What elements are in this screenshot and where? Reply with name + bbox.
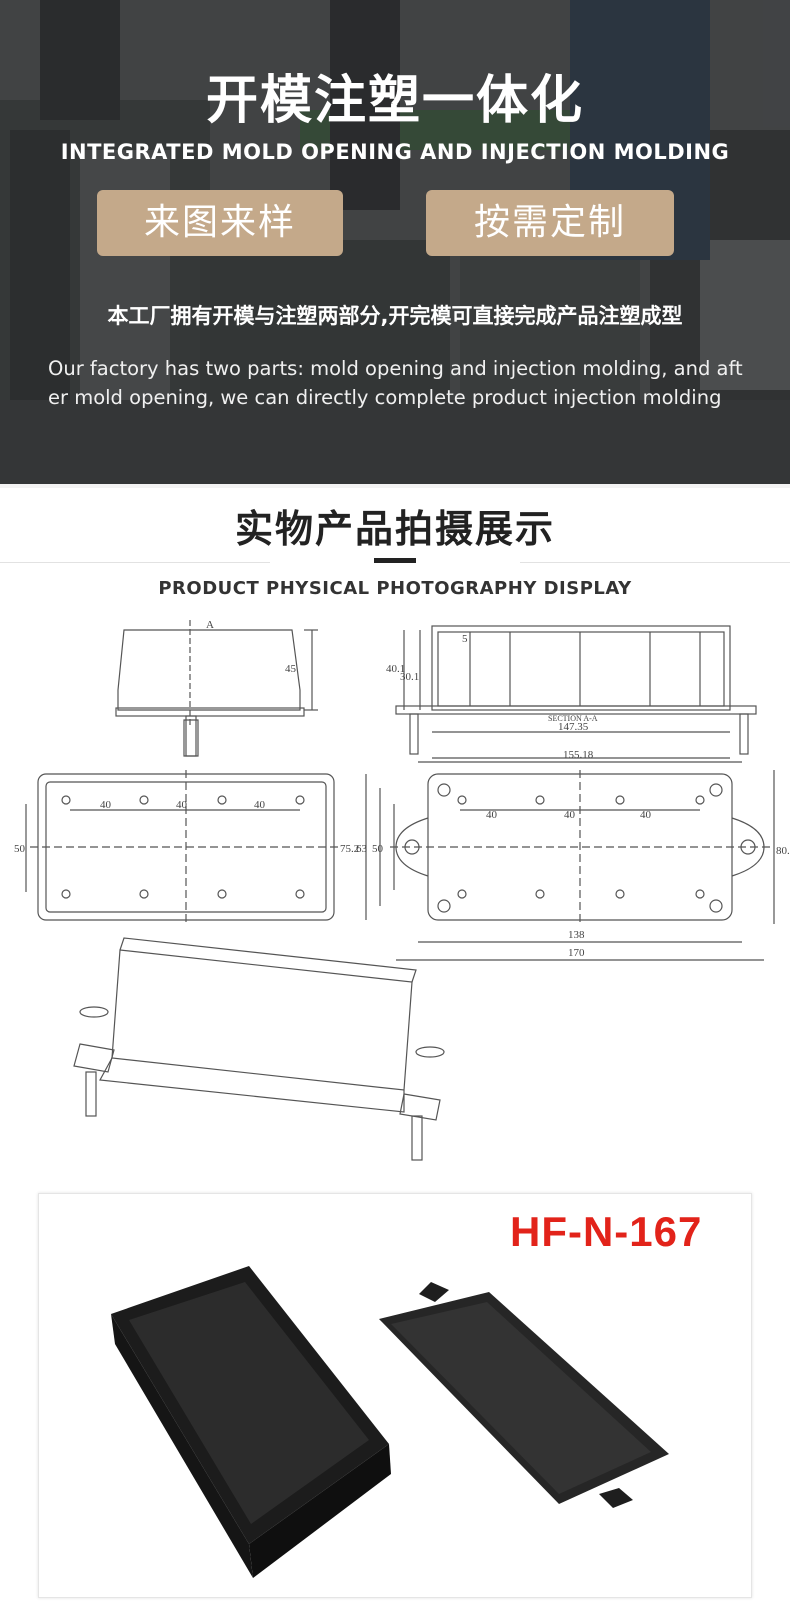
section-title-cn: 实物产品拍摄展示 [234, 507, 555, 551]
dim-pitch-right-2: 40 [564, 809, 576, 821]
dim-63: 63 [356, 843, 368, 855]
pill-made-to-order: 按需定制 [426, 190, 674, 256]
dim-pitch-left-2: 40 [176, 799, 188, 811]
dim-50-left: 50 [14, 843, 26, 855]
hero-description-en: Our factory has two parts: mold opening … [48, 354, 748, 412]
product-photo-frame [38, 1193, 752, 1598]
dim-marker-a: A [206, 620, 214, 631]
hero-description-en-line1: Our factory has two parts: mold opening … [48, 357, 743, 380]
section-rule-left [0, 562, 270, 563]
product-model-number: HF-N-167 [510, 1208, 703, 1255]
hero-divider [0, 484, 790, 488]
dim-50-right: 50 [372, 843, 384, 855]
plan-view-right [365, 761, 775, 961]
dim-section-label: SECTION A-A [548, 714, 598, 723]
dim-pitch-left-1: 40 [100, 799, 112, 811]
pill-custom-by-drawing: 来图来样 [97, 190, 343, 256]
section-accent-bar [374, 558, 416, 563]
dim-pitch-left-3: 40 [254, 799, 266, 811]
plan-view-left [25, 770, 340, 925]
section-title-en: PRODUCT PHYSICAL PHOTOGRAPHY DISPLAY [158, 578, 632, 599]
dim-80-18: 80.18 [776, 845, 790, 857]
isometric-view-drawing [73, 937, 445, 1161]
dim-pitch-right-3: 40 [640, 809, 652, 821]
dim-75-2: 75.2 [340, 843, 359, 855]
hero-description-cn: 本工厂拥有开模与注塑两部分,开完模可直接完成产品注塑成型 [107, 304, 683, 328]
section-view-drawing [395, 625, 757, 759]
dim-30-1: 30.1 [400, 671, 419, 683]
section-rule-right [520, 562, 790, 563]
hero-title-en: INTEGRATED MOLD OPENING AND INJECTION MO… [60, 140, 730, 164]
mounting-holes [61, 783, 723, 913]
dim-147-35: 147.35 [558, 721, 589, 733]
hero-title-cn: 开模注塑一体化 [205, 71, 584, 131]
product-photo [111, 1266, 669, 1578]
dim-side-height: 45 [285, 663, 297, 675]
side-view-drawing [115, 620, 318, 757]
hero-description-en-line2: er mold opening, we can directly complet… [48, 386, 722, 409]
dim-170: 170 [568, 947, 585, 959]
hero-banner: 开模注塑一体化 INTEGRATED MOLD OPENING AND INJE… [0, 0, 790, 484]
dim-40-1: 40.1 [386, 663, 405, 675]
dim-5: 5 [462, 633, 468, 645]
dim-138: 138 [568, 929, 585, 941]
dim-pitch-right-1: 40 [486, 809, 498, 821]
dim-155-18: 155.18 [563, 749, 594, 761]
technical-drawing: 45 A SECTION A-A 40.1 30.1 5 147.35 155.… [14, 620, 790, 1161]
